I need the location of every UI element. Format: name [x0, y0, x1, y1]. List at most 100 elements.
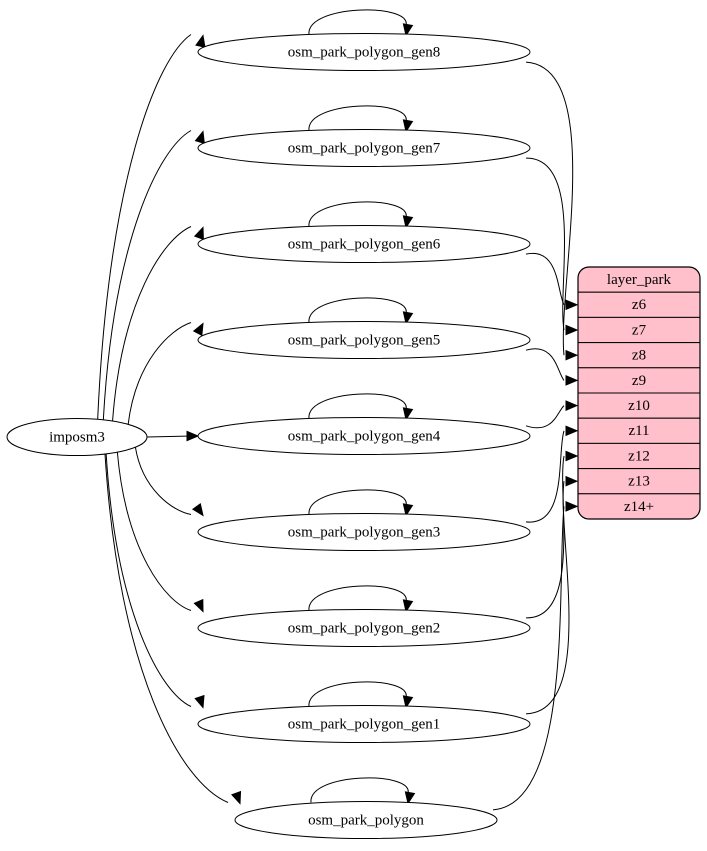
- edge-imposm3-to-gen6: [112, 226, 192, 421]
- self-loop-gen7: [308, 105, 407, 131]
- arrowhead-imposm3-gen6: [193, 226, 204, 241]
- edge-gen6-to-z6: [525, 252, 565, 306]
- table-row-z8[interactable]: [578, 342, 700, 369]
- arrowhead-self-loop-gen1: [402, 695, 414, 709]
- arrowhead-gen3-z11: [565, 425, 579, 437]
- edge-imposm3-to-gen3: [134, 446, 192, 515]
- edge-gen7-to-z7: [525, 157, 565, 331]
- edge-imposm3-to-gen8: [97, 34, 192, 420]
- node-gen6[interactable]: osm_park_polygon_gen6: [197, 225, 531, 263]
- arrowhead-imposm3-gen5: [192, 322, 204, 337]
- arrowhead-self-loop-gen6: [402, 215, 414, 229]
- node-gen4-label: osm_park_polygon_gen4: [288, 428, 441, 444]
- arrowhead-self-loop-gen4: [402, 407, 414, 421]
- node-gen7-label: osm_park_polygon_gen7: [288, 140, 441, 156]
- arrowhead-gen2-z12: [565, 450, 579, 462]
- node-gen4-shape: [197, 417, 531, 455]
- edge-gen8-to-z8: [525, 61, 574, 356]
- table-row-z7[interactable]: [578, 316, 700, 344]
- table-row-label-z8: z8: [632, 348, 646, 364]
- self-loop-gen3: [308, 489, 407, 515]
- node-base-label: osm_park_polygon: [308, 812, 424, 828]
- node-gen3-label: osm_park_polygon_gen3: [288, 524, 440, 540]
- node-base[interactable]: osm_park_polygon: [234, 801, 498, 839]
- arrowhead-imposm3-gen2: [193, 598, 204, 613]
- arrowhead-imposm3-base: [231, 790, 242, 805]
- arrowhead-gen5-z9: [565, 375, 579, 386]
- arrowhead-gen8-z8: [565, 349, 579, 361]
- arrowhead-gen4-z10: [565, 400, 579, 411]
- edge-imposm3-to-gen2: [116, 452, 192, 611]
- edge-imposm3-to-gen5: [127, 322, 192, 425]
- edge-imposm3-to-gen1: [105, 454, 192, 707]
- table-row-z6[interactable]: [578, 291, 700, 318]
- table-row-label-z14+: z14+: [624, 499, 654, 515]
- nodes-layer: imposm3 osm_park_polygon_gen8 osm_park_pol…: [6, 33, 531, 839]
- self-loop-gen2: [308, 585, 407, 611]
- node-imposm3-label: imposm3: [49, 429, 105, 445]
- edges-layer: [97, 9, 579, 811]
- edge-imposm3-to-gen4: [146, 435, 193, 438]
- self-loop-gen8: [308, 9, 407, 35]
- edge-imposm3-to-base: [104, 454, 229, 803]
- table-row-label-z11: z11: [628, 423, 649, 439]
- node-gen4[interactable]: osm_park_polygon_gen4: [197, 417, 531, 455]
- table-row-label-z13: z13: [628, 474, 650, 490]
- node-imposm3-shape: [6, 418, 148, 456]
- arrowhead-gen7-z7: [565, 324, 579, 336]
- arrowhead-gen1-z13: [565, 475, 579, 487]
- node-gen2[interactable]: osm_park_polygon_gen2: [197, 609, 531, 647]
- arrowhead-base-z14+: [565, 501, 579, 512]
- node-base-shape: [234, 801, 498, 839]
- arrowhead-imposm3-gen7: [194, 130, 205, 145]
- node-gen1-shape: [197, 705, 531, 743]
- node-gen5-label: osm_park_polygon_gen5: [288, 332, 440, 348]
- node-gen6-label: osm_park_polygon_gen6: [288, 236, 441, 252]
- node-gen3[interactable]: osm_park_polygon_gen3: [197, 513, 531, 551]
- node-gen8-label: osm_park_polygon_gen8: [288, 44, 440, 60]
- node-gen6-shape: [197, 225, 531, 263]
- edge-gen3-to-z11: [525, 430, 565, 523]
- self-loop-gen4: [308, 393, 407, 419]
- table-row-z14+[interactable]: [578, 493, 700, 519]
- edge-imposm3-to-gen7: [102, 130, 192, 420]
- arrowhead-gen6-z6: [565, 299, 579, 311]
- node-gen3-shape: [197, 513, 531, 551]
- arrowhead-self-loop-gen8: [402, 23, 414, 37]
- table-row-label-z9: z9: [632, 373, 646, 389]
- self-loop-base: [310, 777, 409, 803]
- table-row-label-z12: z12: [628, 448, 650, 464]
- node-gen7[interactable]: osm_park_polygon_gen7: [197, 129, 531, 167]
- node-gen2-label: osm_park_polygon_gen2: [288, 620, 440, 636]
- arrowhead-self-loop-base: [404, 791, 416, 805]
- table-row-label-z6: z6: [632, 297, 647, 313]
- edge-gen4-to-z10: [525, 405, 565, 429]
- table-outline: [577, 266, 701, 520]
- node-gen8[interactable]: osm_park_polygon_gen8: [197, 33, 531, 71]
- node-gen7-shape: [197, 129, 531, 167]
- self-loop-gen5: [308, 297, 407, 323]
- node-gen8-shape: [197, 33, 531, 71]
- arrowhead-self-loop-gen5: [402, 311, 414, 325]
- arrowhead-self-loop-gen3: [402, 503, 414, 517]
- node-gen5[interactable]: osm_park_polygon_gen5: [197, 321, 531, 359]
- node-gen2-shape: [197, 609, 531, 647]
- edge-gen1-to-z13: [525, 481, 570, 715]
- arrowhead-imposm3-gen4: [186, 430, 200, 442]
- arrowhead-imposm3-gen1: [194, 694, 205, 709]
- node-gen5-shape: [197, 321, 531, 359]
- self-loop-gen1: [308, 681, 407, 707]
- edge-gen5-to-z9: [525, 348, 565, 381]
- node-gen1-label: osm_park_polygon_gen1: [288, 716, 440, 732]
- node-imposm3[interactable]: imposm3: [6, 418, 148, 456]
- arrowhead-imposm3-gen8: [195, 34, 206, 48]
- self-loop-gen6: [308, 201, 407, 227]
- arrowhead-self-loop-gen7: [402, 119, 414, 133]
- node-gen1[interactable]: osm_park_polygon_gen1: [197, 705, 531, 743]
- edge-gen2-to-z12: [525, 455, 565, 619]
- table-header-label: layer_park: [607, 272, 672, 288]
